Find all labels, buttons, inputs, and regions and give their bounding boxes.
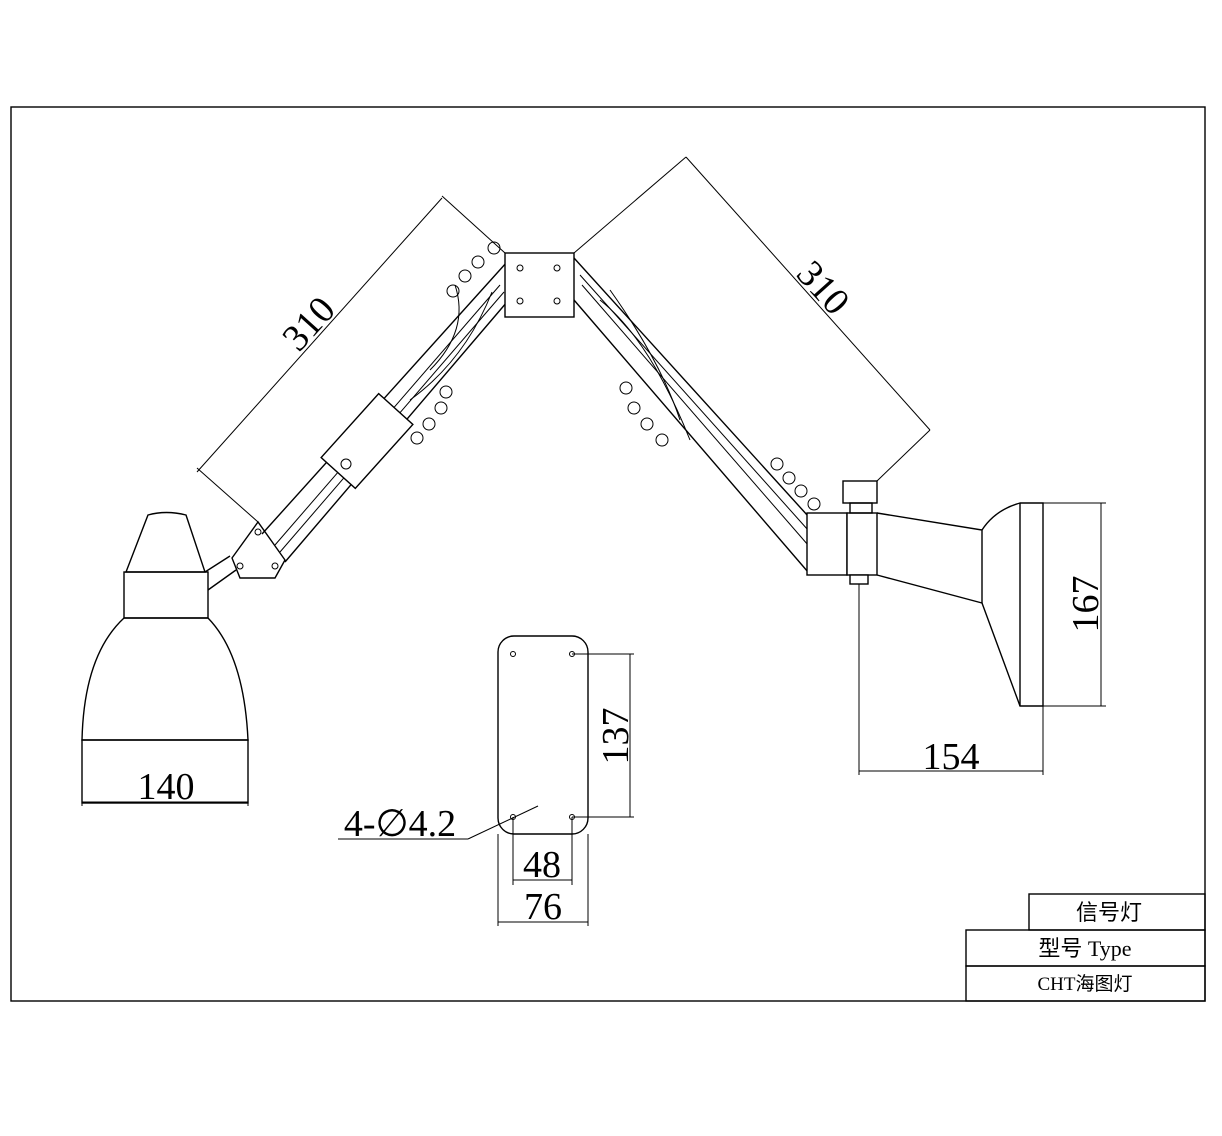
plate-height-label: 137 bbox=[595, 708, 637, 765]
dimension-shade-width: 140 bbox=[81, 766, 249, 808]
dimension-head-depth: 154 bbox=[858, 584, 1044, 778]
shade-width-label: 140 bbox=[138, 766, 195, 808]
dimension-plate-height: 137 bbox=[572, 653, 637, 818]
dimension-plate-width: 76 bbox=[497, 834, 589, 928]
model-label: CHT海图灯 bbox=[1037, 973, 1132, 995]
title-block: 信号灯 型号 Type CHT海图灯 bbox=[965, 893, 1206, 1002]
right-arm bbox=[573, 257, 821, 573]
drawing-frame bbox=[10, 106, 1206, 1002]
right-lamp-head bbox=[806, 480, 1044, 707]
hole-callout-label: 4-∅4.2 bbox=[344, 803, 456, 845]
left-lamp-shade bbox=[81, 511, 249, 804]
plate-width-label: 76 bbox=[524, 886, 562, 928]
center-hinge-block bbox=[504, 252, 575, 318]
left-arm bbox=[261, 241, 508, 563]
hole-callout: 4-∅4.2 bbox=[338, 803, 539, 845]
left-elbow-joint bbox=[231, 520, 286, 579]
dimension-hole-spacing: 48 bbox=[512, 817, 573, 886]
head-depth-label: 154 bbox=[923, 736, 980, 778]
dimension-head-height: 167 bbox=[1043, 502, 1107, 707]
left-arm-length-label: 310 bbox=[274, 289, 343, 359]
type-label: 型号 Type bbox=[1038, 936, 1131, 961]
product-name-label: 信号灯 bbox=[1076, 900, 1142, 925]
head-height-label: 167 bbox=[1065, 576, 1107, 633]
hole-spacing-label: 48 bbox=[523, 844, 561, 886]
right-arm-length-label: 310 bbox=[788, 253, 857, 323]
dimension-right-arm: 310 bbox=[573, 156, 931, 482]
mounting-plate bbox=[497, 635, 589, 835]
